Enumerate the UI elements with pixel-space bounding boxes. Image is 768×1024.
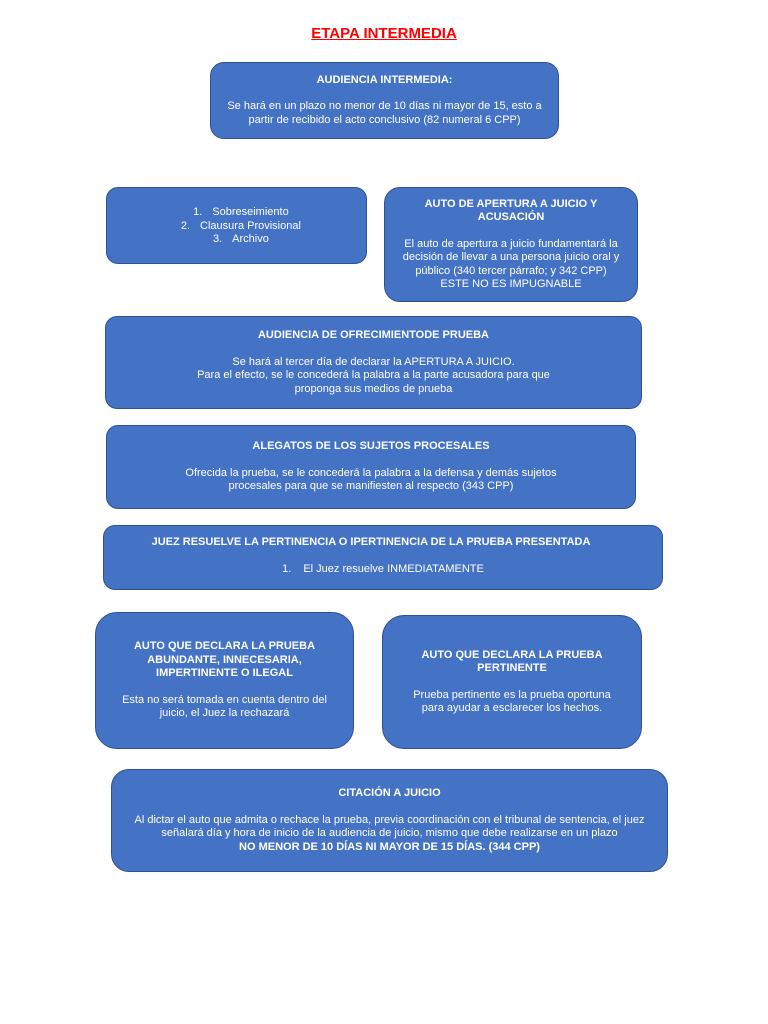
list-number: 1.	[282, 562, 292, 575]
box-heading: AUTO QUE DECLARA LA PRUEBA PERTINENTE	[421, 648, 603, 675]
list-item: 1. Sobreseimiento	[172, 206, 301, 220]
auto-rechaza-box: AUTO QUE DECLARA LA PRUEBA ABUNDANTE, IN…	[95, 612, 354, 749]
box-heading: AUTO DE APERTURA A JUICIO Y ACUSACIÓN	[424, 197, 598, 224]
box-heading: CITACIÓN A JUICIO	[338, 787, 441, 799]
list-label: Archivo	[232, 233, 269, 245]
box-body: Ofrecida la prueba, se le concederá la p…	[185, 466, 557, 493]
box-emphasis: NO MENOR DE 10 DÍAS NI MAYOR DE 15 DÍAS.…	[239, 840, 540, 853]
box-body-text: Al dictar el auto que admita o rechace l…	[134, 813, 645, 840]
box-body: Se hará al tercer día de declarar la APE…	[118, 356, 629, 397]
box-heading: AUDIENCIA INTERMEDIA:	[316, 73, 453, 86]
box-body: Se hará en un plazo no menor de 10 días …	[227, 100, 542, 126]
citacion-box: CITACIÓN A JUICIO Al dictar el auto que …	[111, 769, 668, 872]
box-heading: ALEGATOS DE LOS SUJETOS PROCESALES	[252, 440, 490, 453]
list-item: 2. Clausura Provisional	[172, 220, 301, 234]
box-heading: JUEZ RESUELVE LA PERTINENCIA O IPERTINEN…	[151, 536, 591, 548]
auto-pertinente-box: AUTO QUE DECLARA LA PRUEBA PERTINENTE Pr…	[382, 615, 642, 749]
box-body: Al dictar el auto que admita o rechace l…	[124, 814, 655, 855]
box-body-line: Para el efecto, se le concederá la palab…	[197, 369, 550, 395]
opciones-list: 1.Sobreseimiento 2.Clausura Provisional …	[172, 206, 301, 247]
box-body: Prueba pertinente es la prueba oportuna …	[413, 688, 611, 715]
box-body: Esta no será tomada en cuenta dentro del…	[122, 693, 327, 720]
box-heading: AUDIENCIA DE OFRECIMIENTODE PRUEBA	[257, 329, 490, 341]
box-body: El auto de apertura a juicio fundamentar…	[397, 238, 625, 292]
auto-apertura-box: AUTO DE APERTURA A JUICIO Y ACUSACIÓN El…	[384, 187, 638, 302]
list-item: 3. Archivo	[172, 233, 301, 247]
list-label: El Juez resuelve INMEDIATAMENTE	[303, 562, 484, 575]
box-list-item: 1. El Juez resuelve INMEDIATAMENTE	[282, 563, 484, 577]
list-label: Sobreseimiento	[212, 206, 289, 218]
box-note: ESTE NO ES IMPUGNABLE	[440, 278, 582, 290]
alegatos-box: ALEGATOS DE LOS SUJETOS PROCESALES Ofrec…	[106, 425, 636, 509]
juez-resuelve-box: JUEZ RESUELVE LA PERTINENCIA O IPERTINEN…	[103, 525, 663, 590]
box-body-line: Se hará al tercer día de declarar la APE…	[232, 355, 515, 368]
ofrecimiento-prueba-box: AUDIENCIA DE OFRECIMIENTODE PRUEBA Se ha…	[105, 316, 642, 409]
page-title: ETAPA INTERMEDIA	[311, 25, 457, 42]
opciones-box: 1.Sobreseimiento 2.Clausura Provisional …	[106, 187, 367, 264]
box-heading: AUTO QUE DECLARA LA PRUEBA ABUNDANTE, IN…	[133, 640, 316, 680]
list-label: Clausura Provisional	[200, 219, 301, 232]
list-number: 1.	[193, 206, 203, 218]
audiencia-intermedia-box: AUDIENCIA INTERMEDIA: Se hará en un plaz…	[210, 62, 559, 139]
list-number: 2.	[180, 219, 191, 232]
box-body-text: El auto de apertura a juicio fundamentar…	[402, 237, 620, 277]
list-number: 3.	[212, 233, 223, 245]
